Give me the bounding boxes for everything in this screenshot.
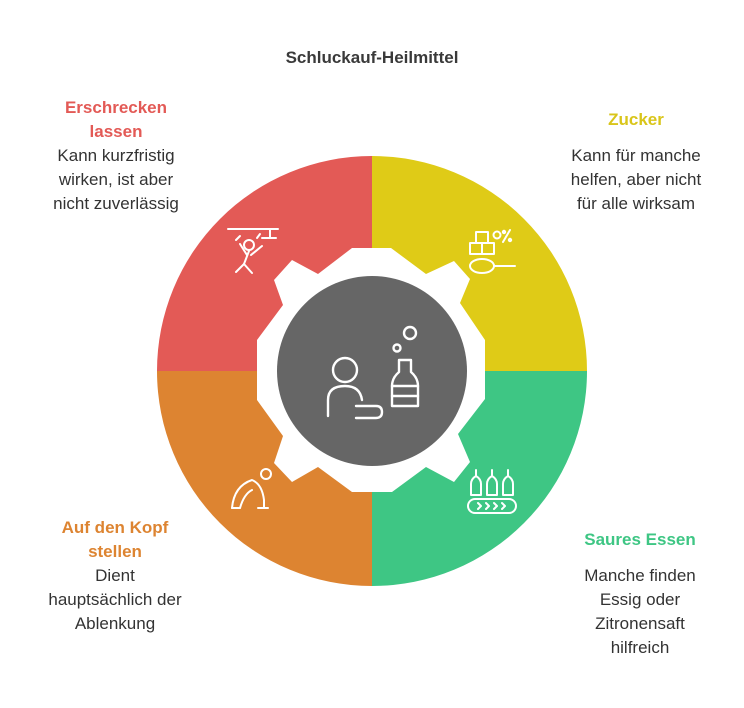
center-circle bbox=[277, 276, 467, 466]
remedy-sugar-heading: Zucker bbox=[608, 110, 664, 129]
bottles-conveyor-icon bbox=[467, 469, 517, 514]
remedy-scare-heading: Erschrecken lassen bbox=[64, 98, 168, 141]
remedy-scare: Erschrecken lassen Kann kurzfristig wirk… bbox=[16, 96, 216, 216]
remedy-sour-description: Manche finden Essig oder Zitronensaft hi… bbox=[584, 566, 696, 657]
remedy-scare-description: Kann kurzfristig wirken, ist aber nicht … bbox=[53, 146, 179, 213]
remedy-headstand: Auf den Kopf stellen Dient hauptsächlich… bbox=[10, 516, 220, 636]
remedy-headstand-heading: Auf den Kopf stellen bbox=[61, 518, 169, 561]
segment-sugar bbox=[372, 156, 587, 371]
diagram-title: Schluckauf-Heilmittel bbox=[285, 48, 459, 67]
remedy-sour-heading: Saures Essen bbox=[584, 530, 696, 549]
sugar-spoon-icon bbox=[469, 229, 516, 274]
remedy-sugar: Zucker Kann für manche helfen, aber nich… bbox=[538, 108, 734, 216]
scared-person-icon bbox=[227, 228, 279, 274]
remedy-sugar-description: Kann für manche helfen, aber nicht für a… bbox=[570, 146, 702, 213]
remedy-sour: Saures Essen Manche finden Essig oder Zi… bbox=[552, 528, 728, 660]
hiccup-person-bottle-icon bbox=[326, 325, 420, 420]
remedy-headstand-description: Dient hauptsächlich der Ablenkung bbox=[48, 566, 182, 633]
segment-scare bbox=[157, 156, 372, 371]
headstand-person-icon bbox=[231, 468, 272, 509]
